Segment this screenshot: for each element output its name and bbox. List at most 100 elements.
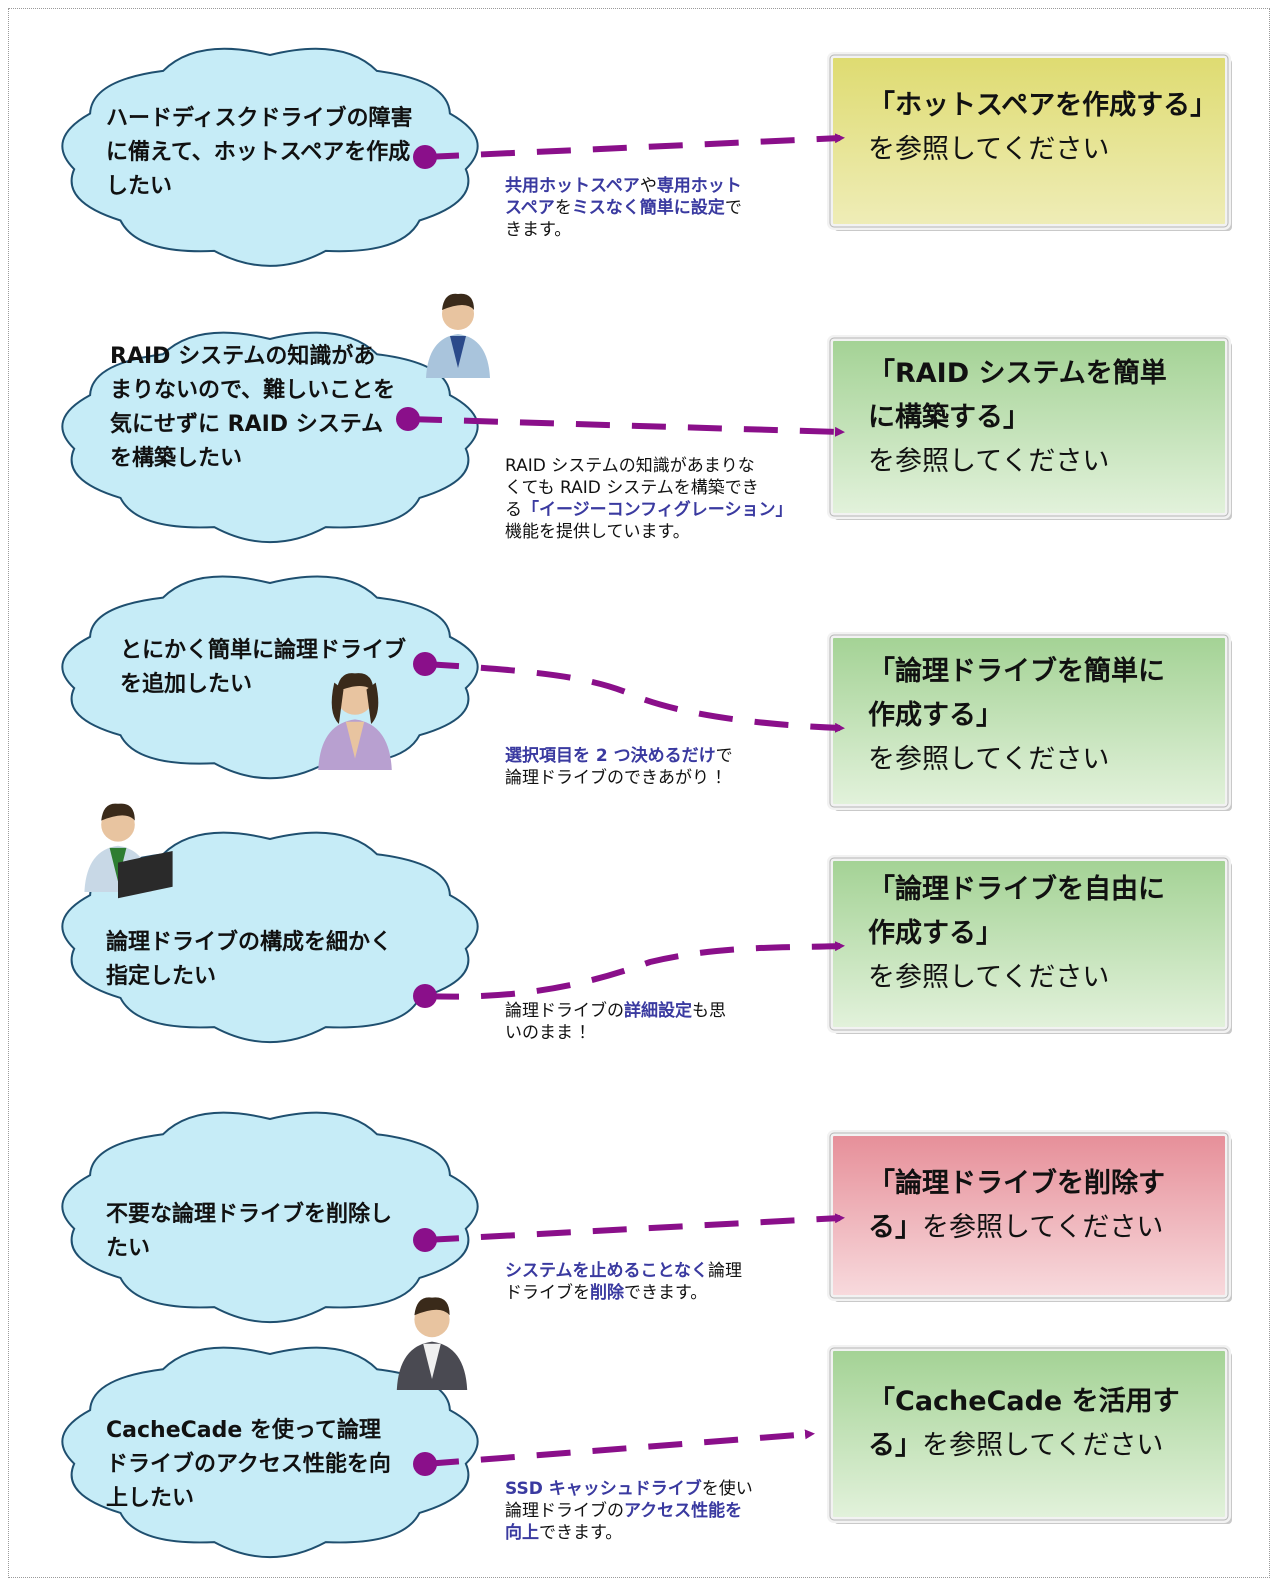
cloud-line: 指定したい: [106, 964, 217, 989]
note-text: る: [505, 500, 522, 520]
cloud-line: に備えて、ホットスペアを作成: [106, 140, 411, 165]
cloud-line: とにかく簡単に論理ドライブ: [120, 638, 407, 663]
note-line: 選択項目を 2 つ決めるだけで: [505, 745, 733, 767]
reference-title: 「ホットスペアを作成する」: [868, 90, 1218, 121]
worried-man-illustration: [426, 293, 490, 378]
reference-title: 「論理ドライブを自由に: [868, 874, 1165, 905]
reference-box-border: [829, 1132, 1229, 1299]
note-line: SSD キャッシュドライブを使い: [505, 1478, 753, 1500]
note-text: 論理ドライブの: [505, 1501, 624, 1521]
note-text: できます。: [539, 1523, 623, 1543]
cloud-line: したい: [106, 174, 173, 199]
reference-title: 「CacheCade を活用す: [868, 1386, 1180, 1417]
cloud-text: ハードディスクドライブの障害に備えて、ホットスペアを作成したい: [106, 102, 412, 204]
reference-title: 作成する」: [868, 700, 1003, 731]
note-text: 論理: [707, 1261, 742, 1281]
cloud-line: 気にせずに RAID システム: [110, 412, 384, 437]
note-line: 論理ドライブの詳細設定も思: [505, 1000, 726, 1022]
cloud-line: RAID システムの知識があ: [110, 344, 376, 369]
cloud-shape: [61, 47, 479, 267]
arrow-note: 共用ホットスペアや専用ホットスペアをミスなく簡単に設定できます。: [505, 175, 742, 241]
cloud-text: 論理ドライブの構成を細かく指定したい: [106, 926, 392, 994]
note-highlight: スペア: [505, 198, 555, 218]
reference-title: る」: [868, 1430, 922, 1461]
cloud-line: ドライブのアクセス性能を向: [106, 1452, 391, 1477]
arrow-note: 論理ドライブの詳細設定も思いのまま ！: [505, 1000, 726, 1044]
note-highlight: アクセス性能を: [624, 1501, 743, 1521]
dashed-arrow: [424, 133, 845, 160]
note-text: も思: [692, 1001, 726, 1021]
note-text: を: [554, 198, 572, 218]
reference-suffix: を参照してください: [868, 134, 1110, 165]
arrow-note: システムを止めることなく論理ドライブを削除できます。: [505, 1260, 742, 1304]
dashed-arrow: [424, 941, 845, 1000]
arrow-start-dot: [413, 1228, 437, 1252]
note-line: ドライブを削除できます。: [505, 1282, 742, 1304]
reference-suffix: を参照してください: [922, 1430, 1164, 1461]
arrow-note: 選択項目を 2 つ決めるだけで論理ドライブのできあがり ！: [505, 745, 733, 789]
cloud-text: CacheCade を使って論理ドライブのアクセス性能を向上したい: [106, 1414, 391, 1516]
reference-box-text: 「ホットスペアを作成する」を参照してください: [868, 84, 1217, 172]
note-line: RAID システムの知識があまりな: [505, 455, 792, 477]
note-text: を使い: [701, 1479, 753, 1499]
note-text: 論理ドライブの: [505, 1001, 624, 1021]
reference-box-border: [829, 634, 1229, 808]
arrow-start-dot: [413, 1452, 437, 1476]
cloud-shape: [61, 1346, 479, 1559]
reference-box-text: 「論理ドライブを自由に作成する」を参照してください: [868, 868, 1165, 1000]
note-highlight: 詳細設定: [624, 1001, 692, 1021]
reference-box-border: [829, 337, 1229, 517]
cloud-line: 論理ドライブの構成を細かく: [106, 930, 393, 955]
note-highlight: 「イージーコンフィグレーション」: [522, 500, 793, 520]
note-text: で: [724, 198, 742, 218]
arrow-note: RAID システムの知識があまりなくても RAID システムを構築できる「イージ…: [505, 455, 792, 543]
cloud-line: 不要な論理ドライブを削除し: [106, 1202, 393, 1227]
note-line: いのまま ！: [505, 1022, 726, 1044]
note-line: る「イージーコンフィグレーション」: [505, 499, 792, 521]
cloud-line: を構築したい: [110, 446, 243, 471]
cloud-line: ハードディスクドライブの障害: [106, 106, 413, 131]
thinking-man-illustration: [396, 1297, 468, 1390]
reference-title: 「論理ドライブを削除す: [868, 1168, 1165, 1199]
note-line: 向上できます。: [505, 1522, 753, 1544]
note-line: 共用ホットスペアや専用ホット: [505, 175, 742, 197]
reference-suffix: を参照してください: [868, 446, 1110, 477]
dashed-arrow: [407, 416, 845, 437]
note-highlight: 削除: [590, 1283, 624, 1303]
note-highlight: 向上: [505, 1523, 539, 1543]
reference-suffix: を参照してください: [868, 962, 1110, 993]
note-line: スペアをミスなく簡単に設定で: [505, 197, 742, 219]
note-line: 論理ドライブのアクセス性能を: [505, 1500, 753, 1522]
note-line: 機能を提供しています。: [505, 521, 792, 543]
reference-box-text: 「CacheCade を活用する」を参照してください: [868, 1380, 1180, 1468]
man-with-laptop-illustration: [84, 803, 173, 899]
note-highlight: SSD キャッシュドライブ: [505, 1479, 702, 1499]
note-line: システムを止めることなく論理: [505, 1260, 742, 1282]
woman-illustration: [318, 673, 392, 770]
note-text: いのまま ！: [505, 1023, 596, 1043]
arrow-start-dot: [413, 145, 437, 169]
note-text: や: [639, 176, 657, 196]
note-text: 論理ドライブのできあがり ！: [505, 768, 732, 788]
cloud-shape: [61, 1111, 479, 1324]
reference-box-border: [829, 1347, 1229, 1521]
cloud-text: とにかく簡単に論理ドライブを追加したい: [120, 634, 406, 702]
arrow-start-dot: [396, 407, 420, 431]
note-line: きます。: [505, 219, 742, 241]
dashed-arrow: [424, 1213, 845, 1243]
cloud-text: RAID システムの知識があまりないので、難しいことを気にせずに RAID シス…: [110, 340, 395, 476]
note-highlight: 選択項目を 2 つ決めるだけ: [505, 746, 716, 766]
reference-box-text: 「論理ドライブを簡単に作成する」を参照してください: [868, 650, 1165, 782]
cloud-line: CacheCade を使って論理: [106, 1418, 381, 1443]
reference-box-text: 「論理ドライブを削除する」を参照してください: [868, 1162, 1165, 1250]
reference-suffix: を参照してください: [922, 1212, 1164, 1243]
reference-title: 「論理ドライブを簡単に: [868, 656, 1165, 687]
arrow-note: SSD キャッシュドライブを使い論理ドライブのアクセス性能を向上できます。: [505, 1478, 753, 1544]
note-text: で: [715, 746, 733, 766]
note-highlight: 専用ホット: [656, 176, 742, 196]
reference-box-text: 「RAID システムを簡単に構築する」を参照してください: [868, 352, 1167, 484]
cloud-line: たい: [106, 1236, 151, 1261]
cloud-line: まりないので、難しいことを: [110, 378, 396, 403]
note-text: くても RAID システムを構築でき: [505, 478, 759, 498]
